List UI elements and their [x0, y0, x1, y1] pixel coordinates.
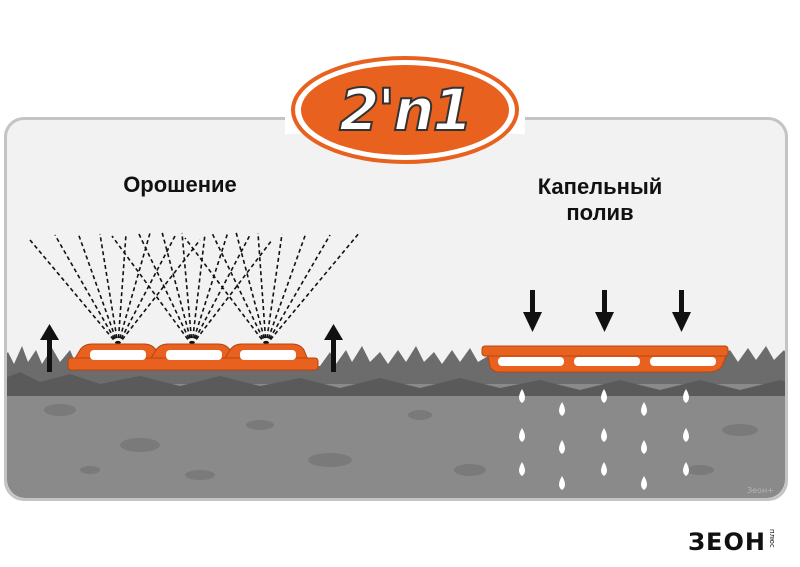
grass-layer — [7, 346, 785, 384]
drip-hose-holes — [498, 357, 716, 366]
drip-label-line1: Капельный — [537, 174, 663, 199]
drip-label: Капельный полив — [500, 174, 700, 226]
logo-2n1: 2'n1 — [291, 56, 519, 164]
arrow-down-icon — [595, 290, 614, 332]
logo-text: 2'n1 — [339, 76, 471, 144]
arrow-down-icon — [672, 290, 691, 332]
spray-jets — [29, 231, 361, 346]
arrow-down-icon — [523, 290, 542, 332]
grass-shadow — [7, 372, 785, 396]
arrow-up-icon — [40, 324, 59, 372]
brand-logo: ЗЕОН плюс — [688, 528, 776, 556]
arrow-up-icon — [324, 324, 343, 372]
brand-sub: плюс — [767, 529, 776, 548]
sprinkle-label: Орошение — [123, 172, 237, 197]
soil-texture — [44, 404, 758, 480]
sprinkler-hose-holes — [90, 350, 296, 360]
brand-name: ЗЕОН — [688, 528, 766, 556]
drip-label-line2: полив — [566, 200, 634, 225]
water-droplets — [519, 389, 689, 490]
watermark: Зеон+ — [747, 486, 774, 495]
